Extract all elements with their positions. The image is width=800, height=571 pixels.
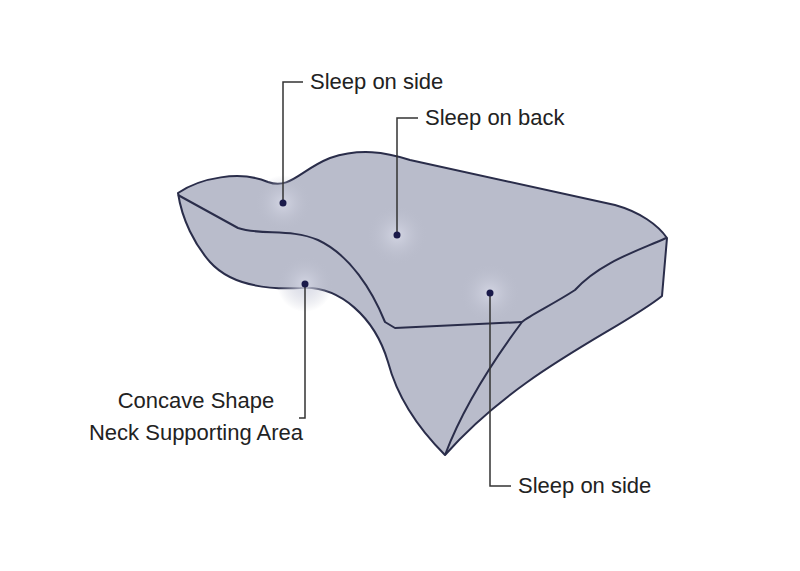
point-dot <box>394 232 401 239</box>
leader-line <box>490 293 511 486</box>
pillow-end-edge <box>445 238 666 455</box>
point-dot <box>280 200 287 207</box>
leader-line <box>299 284 305 418</box>
label-line: Concave Shape <box>50 385 342 417</box>
point-dot <box>487 290 494 297</box>
point-dot <box>302 281 309 288</box>
pillow-front-edge <box>178 195 522 328</box>
leader-line <box>283 82 303 203</box>
area-label: Concave Shape Neck Supporting Area <box>50 385 342 449</box>
leader-line <box>397 118 418 235</box>
position-label: Sleep on back <box>425 102 564 134</box>
label-line: Neck Supporting Area <box>50 417 342 449</box>
position-label: Sleep on side <box>310 66 443 98</box>
position-label: Sleep on side <box>518 470 651 502</box>
